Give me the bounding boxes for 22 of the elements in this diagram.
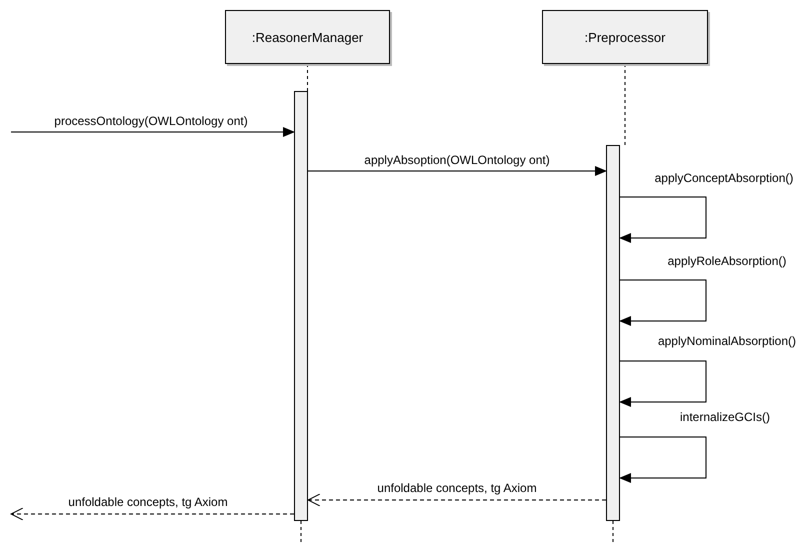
message-label: applyRoleAbsorption()	[668, 254, 786, 268]
message-label: unfoldable concepts, tg Axiom	[377, 481, 537, 495]
message-label: processOntology(OWLOntology ont)	[54, 114, 248, 128]
message-label: internalizeGCIs()	[680, 410, 770, 424]
message-arrow	[308, 494, 606, 506]
message-arrow	[619, 280, 706, 326]
activation-bar	[606, 145, 620, 521]
lifeline-header: :ReasonerManager	[225, 10, 390, 64]
message-arrow	[619, 360, 706, 407]
message-arrow	[10, 508, 294, 520]
message-label: unfoldable concepts, tg Axiom	[68, 495, 228, 509]
message-arrow	[619, 196, 706, 243]
message-arrow	[308, 166, 607, 176]
lifeline	[307, 64, 308, 92]
lifeline-header: :Preprocessor	[542, 10, 708, 64]
message-label: applyConceptAbsorption()	[654, 171, 794, 185]
message-arrow	[10, 127, 295, 137]
message-label: applyAbsoption(OWLOntology ont)	[364, 153, 550, 167]
message-label: applyNominalAbsorption()	[658, 334, 796, 348]
lifeline	[624, 64, 626, 146]
activation-bar	[294, 91, 308, 521]
message-arrow	[619, 436, 706, 483]
